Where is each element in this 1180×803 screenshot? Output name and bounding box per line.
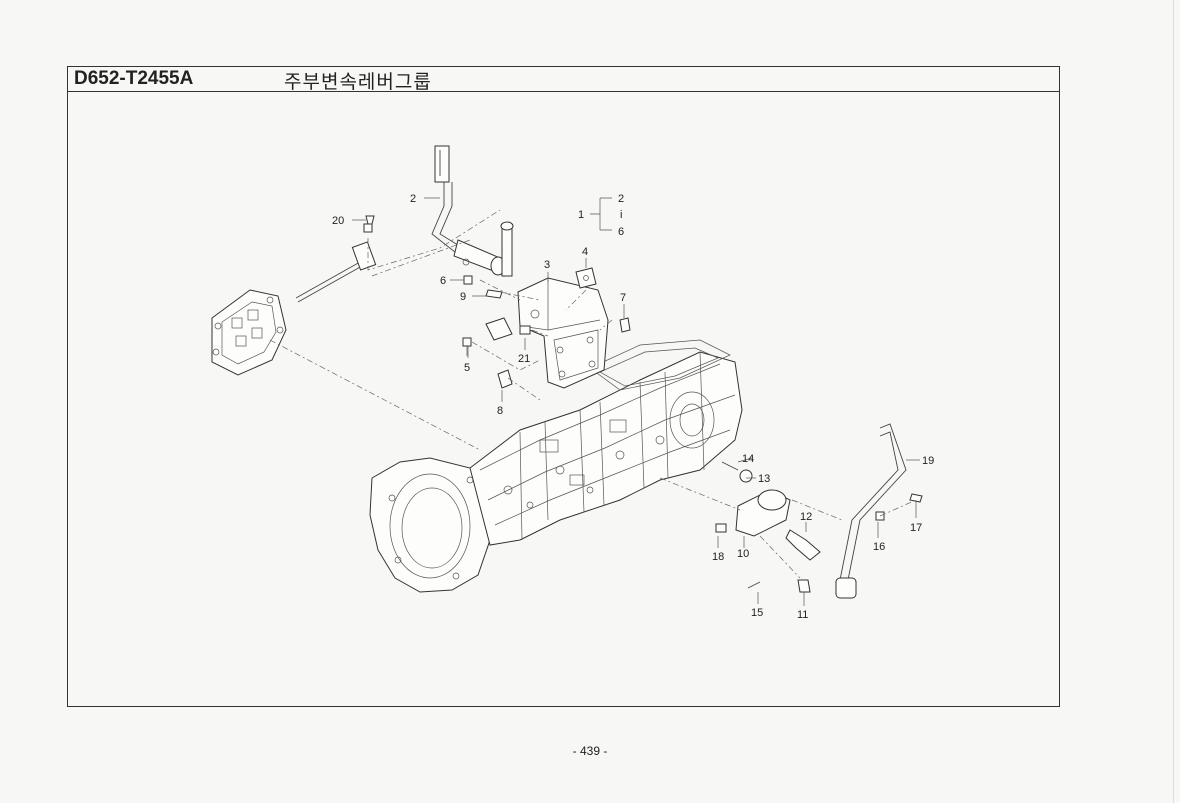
callout-13: 13 [758, 473, 770, 485]
callout-9: 9 [460, 291, 466, 303]
callout-6: 6 [440, 275, 446, 287]
page-number: - 439 - [572, 744, 608, 758]
shift-bracket [715, 461, 821, 593]
drawing-code: D652-T2455A [74, 68, 194, 89]
callout-5: 5 [464, 362, 470, 374]
callout-1: 1 [578, 209, 584, 221]
callout-3: 3 [544, 259, 550, 271]
title-bar: D652-T2455A 주부변속레버그룹 [68, 67, 1059, 93]
callout-1-sub-2: 2 [618, 193, 624, 205]
sub-shift-lever [835, 423, 923, 599]
callout-7: 7 [620, 292, 626, 304]
retainer-plate [575, 267, 597, 289]
cover-plate [211, 289, 287, 376]
diagram-frame: D652-T2455A 주부변속레버그룹 [67, 66, 1060, 707]
stopper-plate [485, 317, 513, 341]
assembly-lines [269, 209, 917, 579]
main-shift-lever [431, 145, 514, 277]
callout-19: 19 [922, 455, 934, 467]
callout-20: 20 [332, 215, 344, 227]
callout-2: 2 [410, 193, 416, 205]
callout-8: 8 [497, 405, 503, 417]
callout-17: 17 [910, 522, 922, 534]
callout-18: 18 [712, 551, 724, 563]
callout-1-sub-6: 6 [618, 226, 624, 238]
leader-lines [352, 197, 920, 606]
callout-1-sub-i: i [620, 209, 622, 221]
callout-15: 15 [751, 607, 763, 619]
callout-4: 4 [582, 246, 588, 258]
fasteners [365, 215, 631, 389]
shift-rod [295, 223, 377, 303]
callout-21: 21 [518, 353, 530, 365]
callout-labels: 2 20 1 2 i 6 3 4 7 6 9 5 21 8 14 13 12 1… [332, 193, 934, 621]
scan-edge-line [1173, 0, 1174, 803]
callout-10: 10 [737, 548, 749, 560]
lever-housing [517, 277, 609, 389]
callout-14: 14 [742, 453, 754, 465]
callout-12: 12 [800, 511, 812, 523]
callout-16: 16 [873, 541, 885, 553]
drawing-title: 주부변속레버그룹 [284, 71, 432, 93]
callout-11: 11 [797, 609, 808, 621]
transmission-case [369, 339, 743, 593]
